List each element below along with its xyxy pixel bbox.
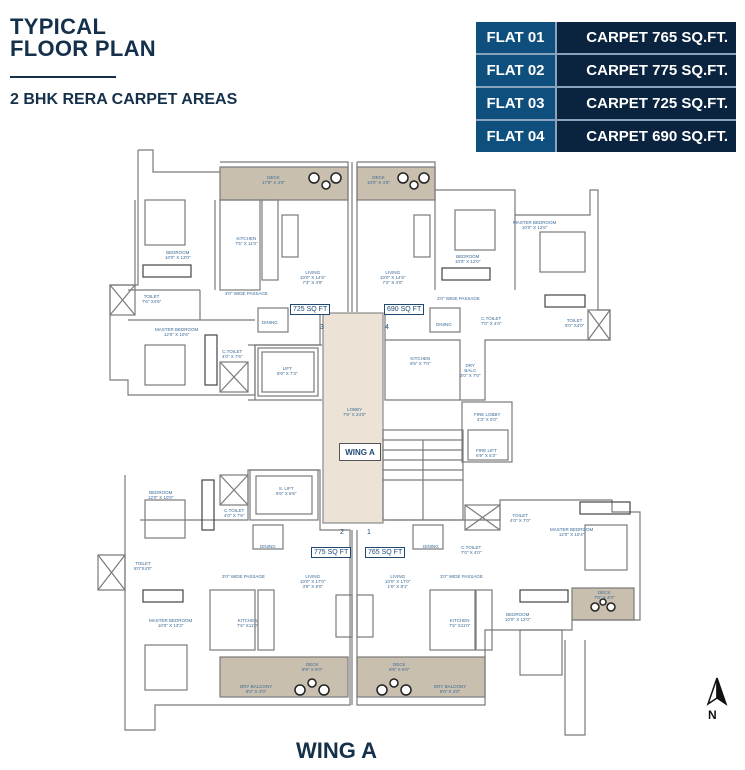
flat3-number: 3 [320,324,324,331]
flat1-number: 1 [367,529,371,536]
flat-label: FLAT 04 [476,121,557,152]
area-row-flat-04: FLAT 04 CARPET 690 SQ.FT. [476,121,736,152]
north-label: N [708,708,717,722]
carpet-value: CARPET 775 SQ.FT. [557,55,736,86]
wing-a-label: WING A [339,443,381,461]
carpet-area-table: FLAT 01 CARPET 765 SQ.FT. FLAT 02 CARPET… [476,22,736,152]
flat2-dining-label: DINING [260,544,276,549]
carpet-value: CARPET 725 SQ.FT. [557,88,736,119]
page-title: TYPICAL FLOOR PLAN [10,16,156,60]
area-row-flat-03: FLAT 03 CARPET 725 SQ.FT. [476,88,736,121]
flat3-passage-label: 3'0" WIDE PASSAGE [225,291,268,296]
title-divider [10,76,116,78]
floor-plan-drawing [97,149,641,736]
carpet-value: CARPET 690 SQ.FT. [557,121,736,152]
flat2-sqft-badge: 775 SQ FT [311,547,352,558]
flat4-number: 4 [385,324,389,331]
flat-label: FLAT 02 [476,55,557,86]
subtitle: 2 BHK RERA CARPET AREAS [10,91,238,108]
flat1-dining-label: DINING [423,544,439,549]
carpet-value: CARPET 765 SQ.FT. [557,22,736,53]
flat3-sqft-badge: 725 SQ FT [290,304,331,315]
area-row-flat-02: FLAT 02 CARPET 775 SQ.FT. [476,55,736,88]
flat4-sqft-badge: 690 SQ FT [384,304,425,315]
flat2-number: 2 [340,529,344,536]
flat4-passage-label: 3'0" WIDE PASSAGE [437,296,480,301]
flat1-passage-label: 3'0" WIDE PASSAGE [440,574,483,579]
flat-label: FLAT 01 [476,22,557,53]
flat-label: FLAT 03 [476,88,557,119]
wing-title: WING A [296,738,378,763]
area-row-flat-01: FLAT 01 CARPET 765 SQ.FT. [476,22,736,55]
title-line-2: FLOOR PLAN [10,36,156,61]
flat1-sqft-badge: 765 SQ FT [365,547,406,558]
flat3-dining-label: DINING [262,320,278,325]
flat2-passage-label: 3'0" WIDE PASSAGE [222,574,265,579]
flat4-dining-label: DINING [436,322,452,327]
north-arrow-icon [706,677,728,706]
title-line-1: TYPICAL [10,14,107,39]
